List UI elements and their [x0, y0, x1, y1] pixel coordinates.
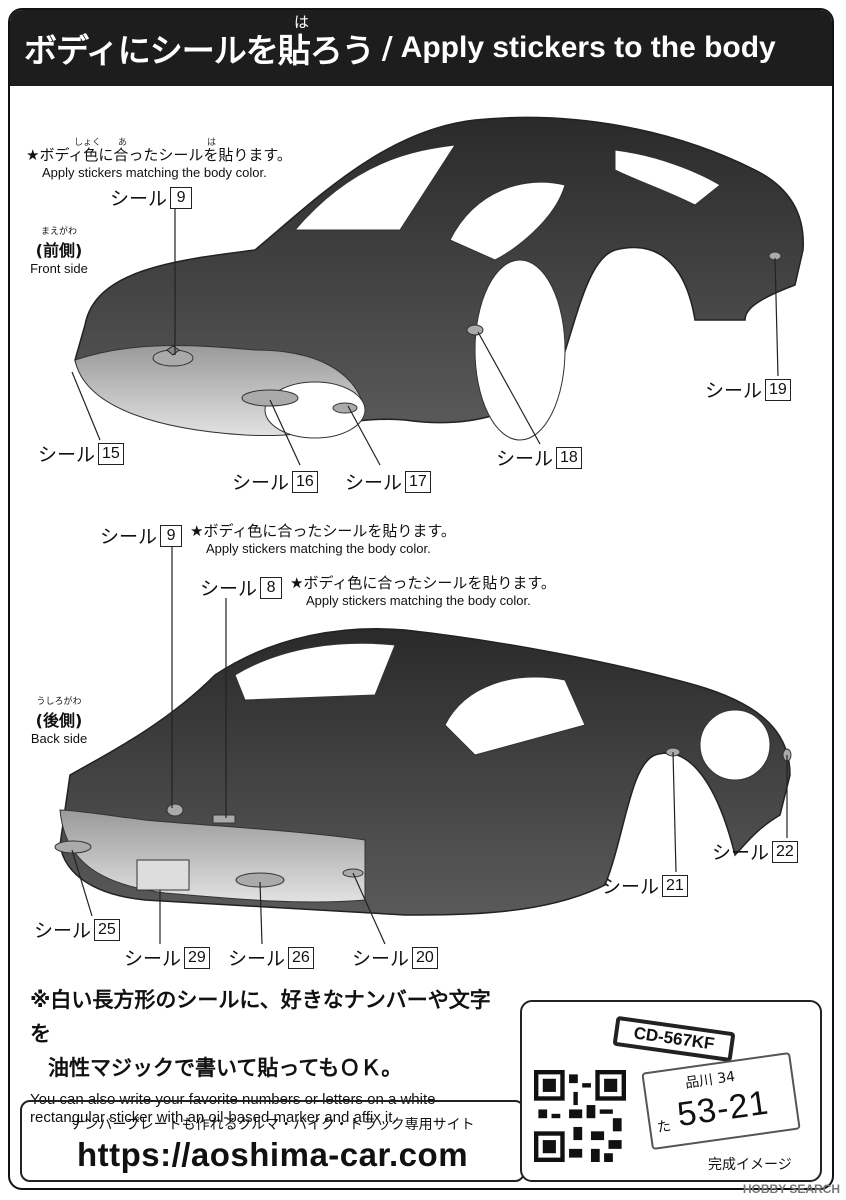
back-side-label: うしろがわ (後側) Back side	[18, 694, 100, 746]
website-link[interactable]: https://aoshima-car.com	[76, 1136, 469, 1173]
website-box: ナンバープレートも作れるクルマ・バイク・トラック専用サイト https://ao…	[20, 1100, 525, 1182]
callout-number: 16	[292, 470, 318, 493]
front-note-en: Apply stickers matching the body color.	[42, 165, 267, 180]
callout-number: 20	[412, 946, 438, 969]
custom-plate-note-jp-1: ※白い長方形のシールに、好きなナンバーや文字を	[30, 988, 491, 1046]
callout-number: 29	[184, 946, 210, 969]
custom-plate-note-jp-2: 油性マジックで書いて貼ってもＯＫ。	[48, 1056, 403, 1080]
front-ruby-ha: は	[207, 138, 217, 148]
page-frame	[8, 8, 834, 1190]
callout-label: シール	[602, 876, 660, 898]
callout-label: シール	[110, 188, 168, 210]
callout-label: シール	[200, 578, 258, 600]
back-note-2-jp: ★ボディ色に合ったシールを貼ります。	[290, 574, 556, 592]
watermark: HOBBY SEARCH	[742, 1182, 840, 1196]
callout-number: 8	[260, 576, 283, 599]
back-note-2: ★ボディ色に合ったシールを貼ります。 Apply stickers matchi…	[290, 574, 556, 610]
callout-label: シール	[38, 444, 96, 466]
callout-label: シール	[232, 472, 290, 494]
callout-label: シール	[712, 842, 770, 864]
front-note-jp: ★ボディ色に合ったシールを貼ります。	[26, 146, 292, 164]
front-car-illustration	[74, 116, 804, 441]
custom-plate-note-en: You can also write your favorite numbers…	[30, 1091, 436, 1126]
front-ruby-a: あ	[118, 138, 128, 148]
callout-label: シール	[124, 948, 182, 970]
title-en: Apply stickers to the body	[400, 31, 776, 64]
license-plate-sample-2: 品川 34 た 53-21	[641, 1051, 801, 1151]
custom-plate-note: ※白い長方形のシールに、好きなナンバーや文字を 油性マジックで書いて貼ってもＯＫ…	[30, 983, 510, 1127]
qr-code-icon[interactable]	[534, 1070, 626, 1162]
callout-number: 15	[98, 442, 124, 465]
callout-label: シール	[228, 948, 286, 970]
callout-label: シール	[705, 380, 763, 402]
callout-label: シール	[496, 448, 554, 470]
front-side-ruby: まえがわ	[40, 227, 77, 237]
front-ruby-shoku: しょく	[74, 138, 102, 148]
callout-number: 26	[288, 946, 314, 969]
callout-number: 9	[160, 524, 183, 547]
license-plate-sample-1: CD-567KF	[612, 1015, 736, 1063]
title-jp: ボディにシールを貼ろう	[24, 31, 375, 70]
callout-number: 19	[765, 378, 791, 401]
website-description: ナンバープレートも作れるクルマ・バイク・トラック専用サイト	[70, 1117, 475, 1133]
back-side-ruby: うしろがわ	[36, 697, 82, 707]
title-ruby: は	[294, 13, 310, 31]
back-note-1-en: Apply stickers matching the body color.	[206, 541, 431, 556]
callout-number: 25	[94, 918, 120, 941]
back-side-jp: (後側)	[35, 711, 83, 730]
callout-label: シール	[100, 526, 158, 548]
callout-number: 21	[662, 874, 688, 897]
completed-image-caption: 完成イメージ	[708, 1157, 792, 1173]
callout-number: 9	[170, 186, 193, 209]
callout-number: 22	[772, 840, 798, 863]
front-side-jp: (前側)	[35, 241, 83, 260]
title-separator: /	[381, 30, 393, 66]
callout-label: シール	[352, 948, 410, 970]
callout-number: 17	[405, 470, 431, 493]
back-car-illustration	[54, 628, 792, 916]
front-note: ★ボディ色に合ったシールを貼ります。 Apply stickers matchi…	[26, 146, 292, 182]
back-note-1-jp: ★ボディ色に合ったシールを貼ります。	[190, 522, 456, 540]
callout-number: 18	[556, 446, 582, 469]
completed-image-box: CD-567KF 品川 34 た 53-21 完成イメージ	[520, 1000, 822, 1182]
back-side-en: Back side	[30, 731, 88, 746]
callout-label: シール	[345, 472, 403, 494]
front-side-en: Front side	[30, 261, 88, 276]
back-note-1: ★ボディ色に合ったシールを貼ります。 Apply stickers matchi…	[190, 522, 456, 558]
title-bar: ボディにシールを貼ろう / Apply stickers to the body	[10, 10, 832, 86]
front-side-label: まえがわ (前側) Front side	[18, 224, 100, 276]
back-note-2-en: Apply stickers matching the body color.	[306, 593, 531, 608]
plate-kana: た	[656, 1118, 673, 1137]
callout-label: シール	[34, 920, 92, 942]
